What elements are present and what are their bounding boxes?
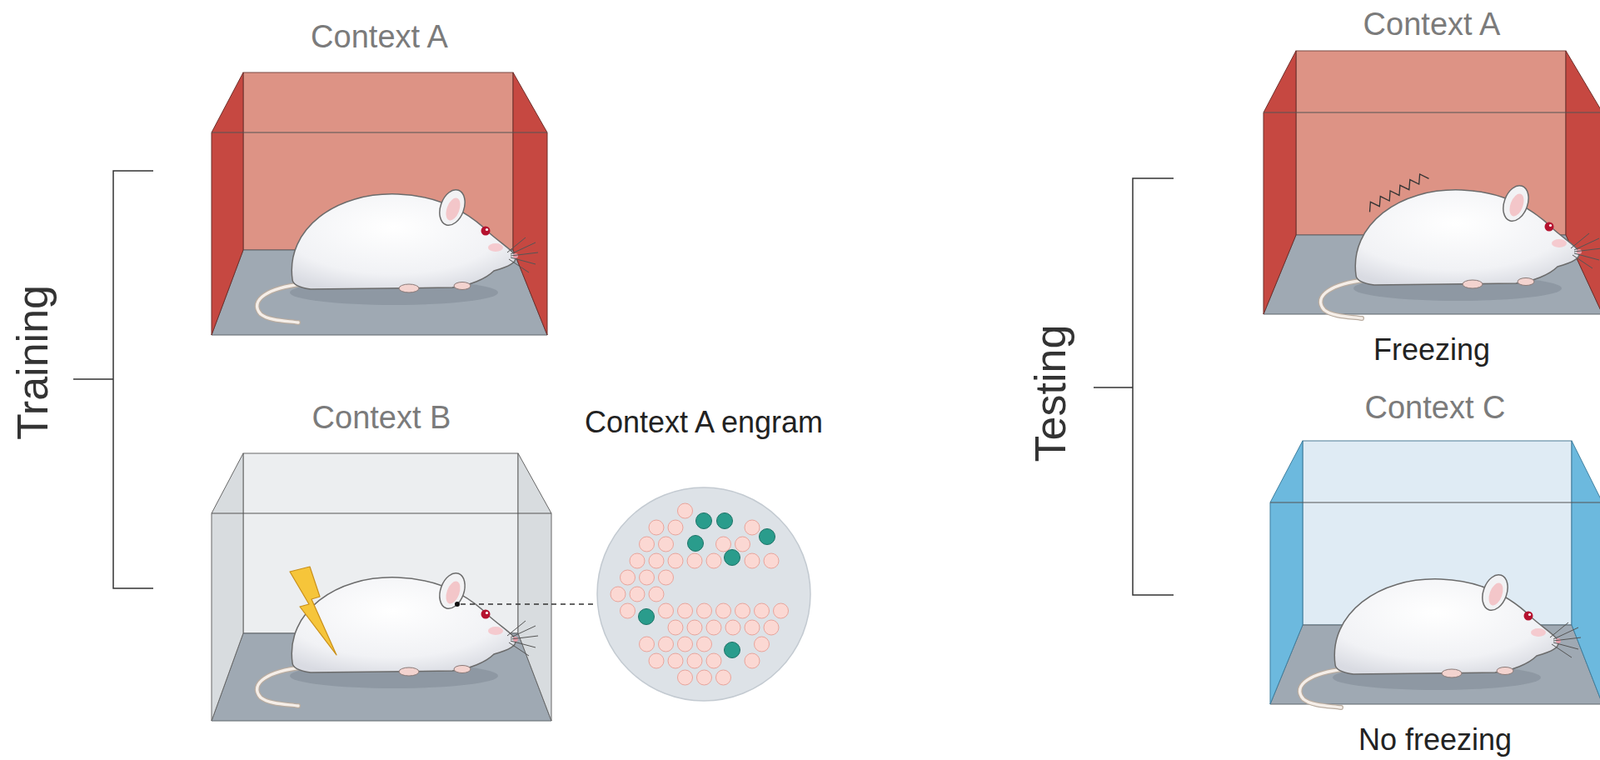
frame-edge: [211, 512, 552, 514]
neuron: [677, 503, 693, 519]
neuron: [735, 603, 751, 619]
neuron: [629, 586, 645, 602]
neuron: [697, 603, 713, 619]
neuron: [744, 519, 760, 535]
leader-line: [460, 603, 552, 605]
mouse: [257, 186, 539, 323]
bracket: [1093, 178, 1174, 595]
frame-edge: [1263, 111, 1600, 113]
mouse: [1320, 182, 1600, 319]
neuron: [744, 619, 760, 635]
neuron: [677, 636, 693, 652]
neuron: [716, 603, 732, 619]
neuron: [697, 669, 713, 685]
side-wall: [1263, 50, 1296, 315]
neuron: [706, 652, 722, 668]
behaviour-label: Freezing: [1263, 332, 1600, 367]
neuron: [658, 603, 674, 619]
engram-cell: [759, 528, 776, 545]
fear-lines: [1370, 174, 1430, 213]
neuron: [744, 553, 760, 569]
neuron: [610, 586, 626, 602]
neuron: [620, 603, 636, 619]
side-wall: [1565, 50, 1600, 315]
dashed-connector: [551, 603, 598, 605]
neuron: [648, 586, 664, 602]
neuron: [735, 536, 751, 552]
neuron: [620, 569, 636, 585]
neuron: [687, 553, 703, 569]
phase-label: Training: [9, 284, 57, 440]
chamber-node: Context B: [211, 399, 552, 721]
neuron: [667, 619, 683, 635]
engram-cell: [638, 608, 655, 625]
neuron: [639, 636, 655, 652]
neuron: [648, 652, 664, 668]
brain-dot: [454, 601, 460, 607]
chamber-node: Context A: [211, 14, 548, 335]
context-label: Context A: [1263, 6, 1600, 44]
chamber-node: Context A Freezing: [1263, 4, 1600, 372]
neuron: [697, 636, 713, 652]
context-label: Context B: [211, 399, 552, 437]
neuron: [648, 519, 664, 535]
side-wall: [518, 453, 552, 721]
neuron: [725, 619, 741, 635]
neuron: [677, 603, 693, 619]
frame-edge: [1270, 501, 1600, 503]
chamber-red: [211, 72, 548, 335]
engram-cell: [717, 513, 733, 529]
engram-cell: [724, 642, 741, 658]
side-wall: [513, 72, 548, 335]
chamber-grey: [211, 453, 552, 721]
engram-label: Context A engram: [570, 404, 838, 439]
neuron: [658, 536, 674, 552]
neuron: [677, 669, 693, 685]
side-wall: [1270, 440, 1303, 704]
neuron: [629, 553, 645, 569]
neuron: [744, 652, 760, 668]
neuron: [706, 619, 722, 635]
neuron: [639, 536, 655, 552]
shock-bolt: [289, 566, 337, 655]
neuron: [754, 636, 770, 652]
neuron: [687, 619, 703, 635]
side-wall: [211, 72, 244, 335]
behaviour-label: No freezing: [1270, 722, 1600, 757]
context-label: Context A: [211, 19, 548, 56]
neuron: [639, 569, 655, 585]
mouse: [1300, 571, 1581, 708]
neuron: [648, 553, 664, 569]
phase-label: Testing: [1026, 324, 1075, 463]
bracket: [73, 170, 154, 589]
context-label: Context C: [1270, 389, 1600, 427]
engram-circle: [596, 486, 812, 702]
neuron: [716, 669, 732, 685]
neuron: [763, 619, 779, 635]
side-wall: [211, 453, 244, 721]
neuron: [658, 636, 674, 652]
side-wall: [1571, 440, 1600, 704]
engram-outline: [597, 487, 811, 701]
engram-node: Context A engram: [570, 403, 838, 702]
neuron: [773, 603, 789, 619]
chamber-node: Context C No freezing: [1270, 384, 1600, 760]
frame-edge: [211, 131, 548, 133]
engram-cell: [696, 513, 713, 529]
neuron: [687, 652, 703, 668]
mouse: [257, 569, 539, 706]
neuron: [754, 603, 770, 619]
neuron: [706, 553, 722, 569]
neuron: [716, 536, 732, 552]
neuron: [763, 553, 779, 569]
neuron: [667, 652, 683, 668]
neuron: [667, 553, 683, 569]
engram-cell: [724, 549, 741, 566]
engram-cell: [687, 535, 704, 552]
neuron: [667, 519, 683, 535]
neuron: [658, 569, 674, 585]
